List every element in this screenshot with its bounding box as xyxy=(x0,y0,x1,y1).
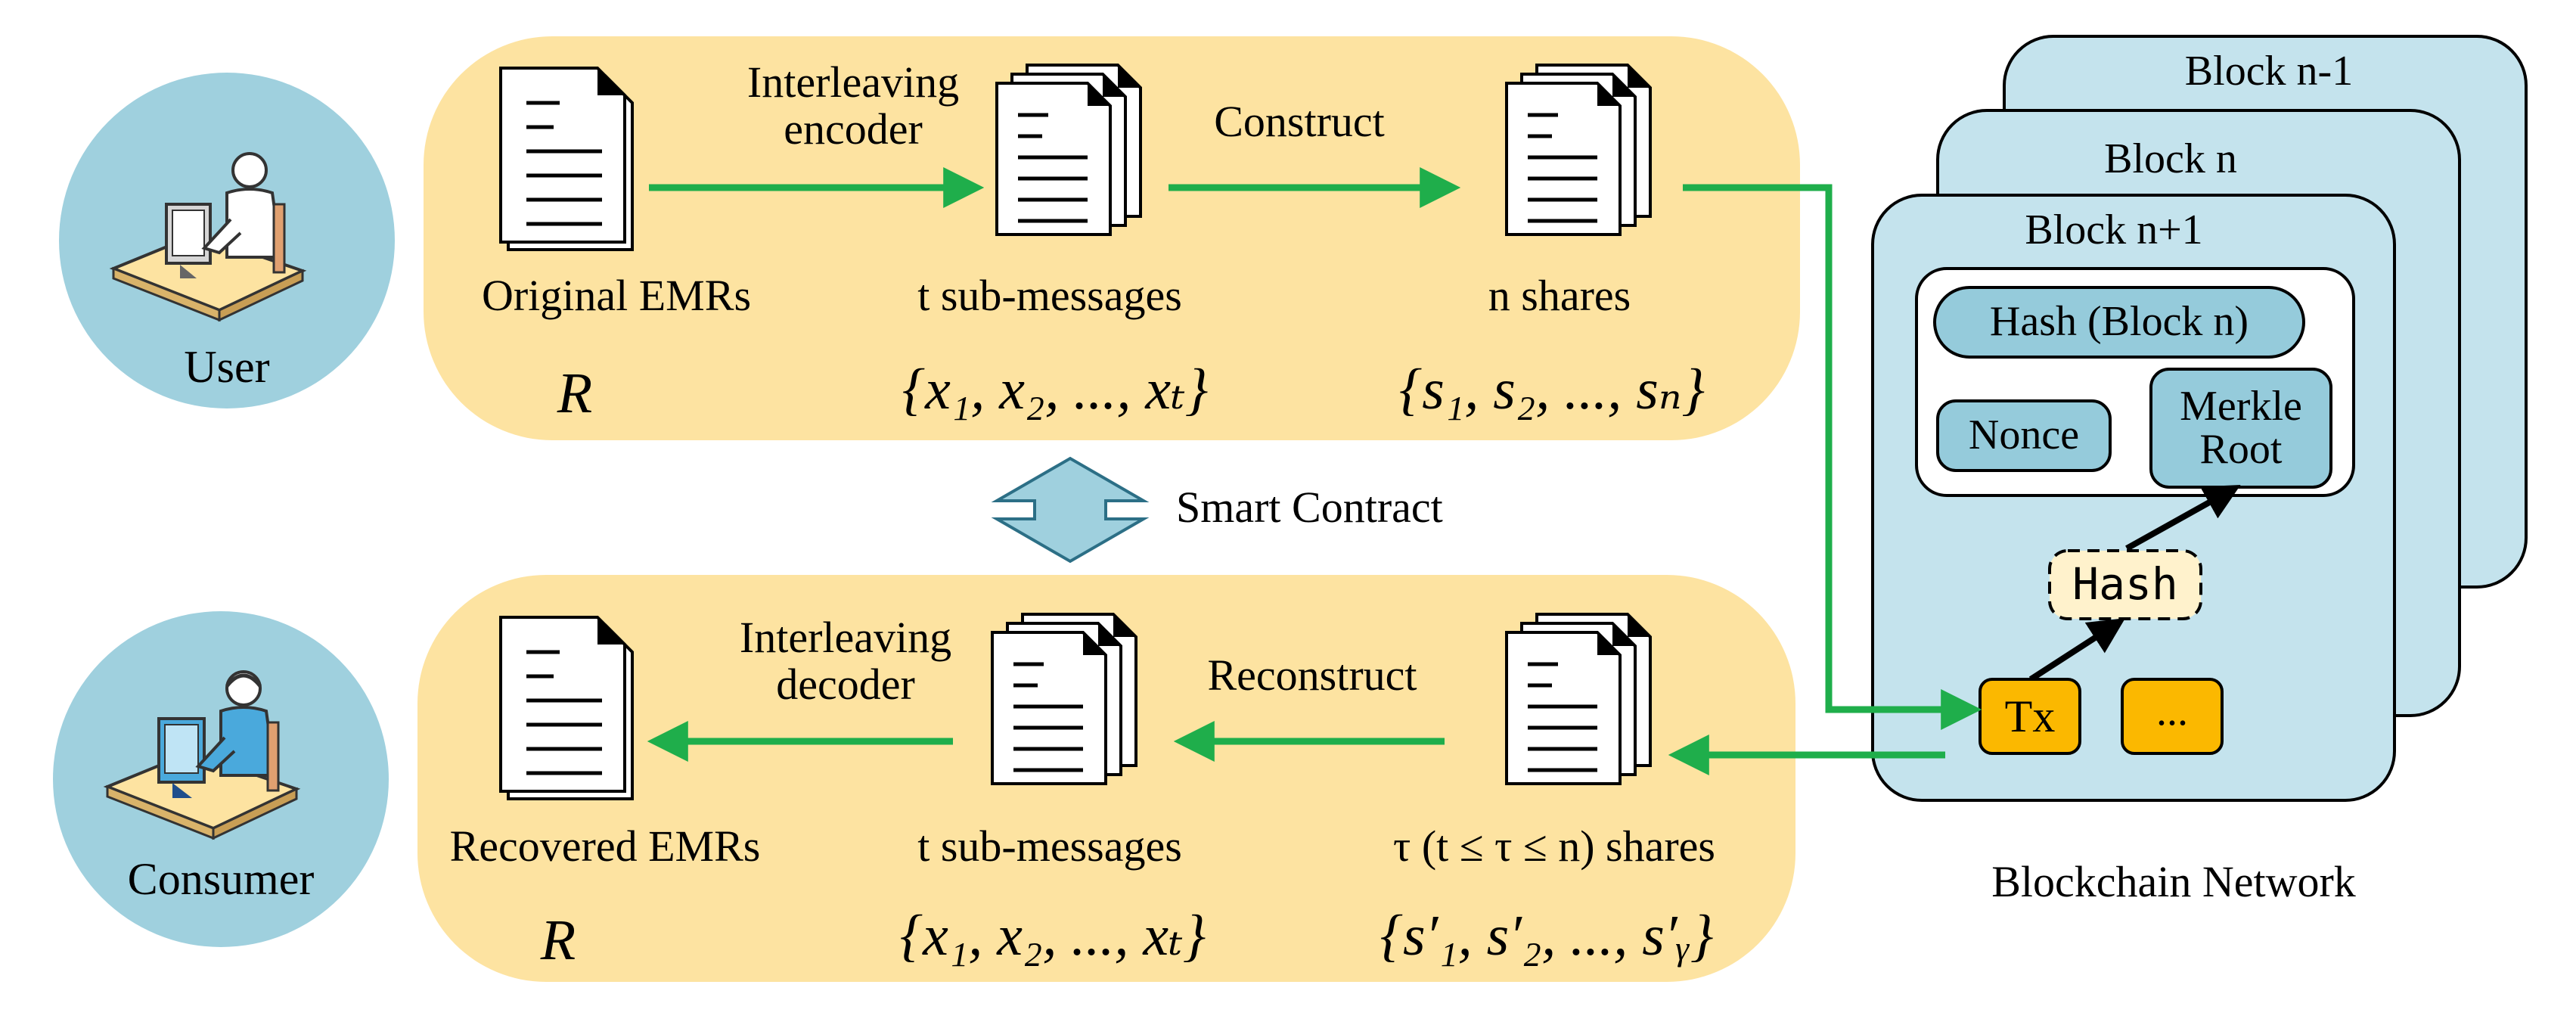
user-label: User xyxy=(184,342,269,392)
blockchain-network: Block n-1 Block n Block n+1 Hash (Block … xyxy=(1871,35,2528,906)
lower-panel: Recovered EMRs R Interleaving decoder t … xyxy=(417,575,1795,982)
shares-documents-icon xyxy=(1507,65,1650,235)
sub-messages-documents-icon xyxy=(997,65,1141,235)
consumer-label: Consumer xyxy=(128,854,315,904)
prev-hash-pill xyxy=(1933,286,2305,359)
reconstruct-label: Reconstruct xyxy=(1207,651,1417,700)
recovered-emrs-document-icon xyxy=(501,617,632,799)
smart-contract-label: Smart Contract xyxy=(1176,483,1443,532)
merkle-root-label-line2: Root xyxy=(2200,426,2283,473)
block-mid-label: Block n xyxy=(2104,135,2237,182)
recovered-emrs-label: Recovered EMRs xyxy=(450,822,761,871)
block-back-label: Block n-1 xyxy=(2185,48,2353,95)
recovered-emrs-symbol: R xyxy=(540,909,576,972)
original-emrs-symbol: R xyxy=(557,362,592,425)
shares-label: n shares xyxy=(1488,271,1631,320)
hash-to-merkle-arrow xyxy=(2125,484,2241,551)
blockchain-network-label: Blockchain Network xyxy=(1991,857,2356,906)
received-shares-label: τ (t ≤ τ ≤ n) shares xyxy=(1393,822,1715,871)
recovered-sub-messages-set: {x₁, x₂, ..., xₜ} xyxy=(900,904,1206,968)
encoder-label-line1: Interleaving xyxy=(747,57,959,107)
consumer-at-computer-icon xyxy=(103,670,301,840)
tx-to-hash-arrow xyxy=(2028,618,2126,682)
consumer-node: Consumer xyxy=(53,611,389,947)
nonce-box xyxy=(1936,399,2112,472)
more-tx-box xyxy=(2121,678,2224,755)
user-node: User xyxy=(59,73,395,408)
merkle-root-box xyxy=(2149,368,2332,489)
received-shares-set: {s′₁, s′₂, ..., s′ᵧ} xyxy=(1380,904,1714,968)
sub-messages-label: t sub-messages xyxy=(917,271,1182,320)
nonce-label: Nonce xyxy=(1969,412,2079,458)
smart-contract: Smart Contract xyxy=(991,456,1443,564)
construct-label: Construct xyxy=(1214,97,1385,146)
shares-set: {s₁, s₂, ..., sₙ} xyxy=(1399,358,1705,421)
received-shares-documents-icon xyxy=(1507,614,1650,784)
recovered-sub-messages-label: t sub-messages xyxy=(917,822,1182,871)
decoder-label-line1: Interleaving xyxy=(740,613,951,662)
recovered-sub-messages-documents-icon xyxy=(992,614,1136,784)
user-at-computer-icon xyxy=(109,152,307,322)
encoder-label-line2: encoder xyxy=(784,104,923,154)
decoder-label-line2: decoder xyxy=(776,660,915,709)
upper-panel: Original EMRs R Interleaving encoder t s… xyxy=(424,36,1800,440)
more-tx-label: ... xyxy=(2156,688,2188,735)
merkle-root-label-line1: Merkle xyxy=(2180,383,2302,430)
hash-label: Hash xyxy=(2072,558,2178,610)
tx-label: Tx xyxy=(2005,691,2056,741)
double-arrow-icon xyxy=(991,456,1150,564)
block-front-label: Block n+1 xyxy=(2025,207,2202,253)
shares-to-tx-arrow xyxy=(1683,184,1982,730)
prev-hash-label: Hash (Block n) xyxy=(1990,298,2249,345)
original-emrs-document-icon xyxy=(501,68,632,250)
original-emrs-label: Original EMRs xyxy=(482,271,751,320)
sub-messages-set: {x₁, x₂, ..., xₜ} xyxy=(902,358,1209,421)
